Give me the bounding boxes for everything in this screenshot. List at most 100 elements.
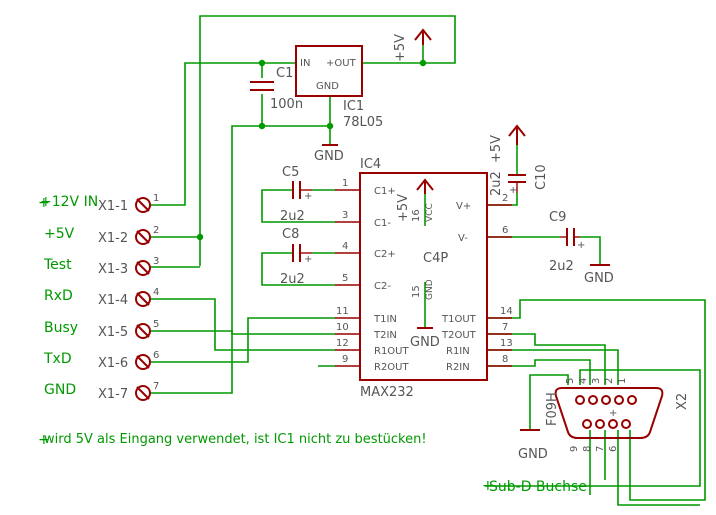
pin-number: 3 <box>591 378 602 384</box>
c9-name: C9 <box>549 210 566 225</box>
pin-number: 5 <box>565 378 576 384</box>
pin-number: 8 <box>502 354 508 365</box>
pin-ref: X1-2 <box>98 231 128 246</box>
pin-number: 6 <box>153 350 159 361</box>
capacitor-c10: + +5V 2u2 C10 <box>489 124 549 196</box>
svg-text:+: + <box>38 195 50 211</box>
pin-ref: X1-7 <box>98 387 128 402</box>
ic4-value: MAX232 <box>360 385 414 400</box>
terminal-3: Test X1-3 3 <box>43 256 159 277</box>
pin-ref: X1-6 <box>98 356 128 371</box>
pin-name: T2IN <box>373 330 397 341</box>
net-label: +12V IN <box>40 194 98 210</box>
pin-name: R1OUT <box>374 346 410 357</box>
net-label: +5V <box>44 226 75 242</box>
x2-part: F09H <box>545 392 560 426</box>
pin-ref: X1-4 <box>98 293 128 308</box>
x2-name: X2 <box>675 393 690 410</box>
pin-name: T2OUT <box>441 330 477 341</box>
max232-ic4: IC4 MAX232 C4P 1 C1+ 3 C1- 4 C2+ 5 C2- 1… <box>335 157 513 400</box>
terminal-2: +5V X1-2 2 <box>44 225 159 246</box>
pin-name: T1OUT <box>441 314 477 325</box>
pin-name: V- <box>458 233 468 244</box>
pin-number: 4 <box>153 287 159 298</box>
subd-label: Sub-D Buchse <box>489 479 587 495</box>
pin-ref: X1-3 <box>98 262 128 277</box>
wires <box>150 15 706 506</box>
c1-name: C1 <box>276 66 293 81</box>
supply-label: +5V <box>393 34 408 62</box>
svg-text:+: + <box>38 432 50 448</box>
net-label: Busy <box>44 320 78 336</box>
subd-connector-x2: + 5 4 3 2 1 9 8 7 6 X2 F09H GND + Sub-D … <box>482 378 690 495</box>
pin-number: 13 <box>500 338 513 349</box>
net-label: RxD <box>44 288 73 304</box>
c5-name: C5 <box>282 165 299 180</box>
net-label: Test <box>43 257 72 273</box>
ic1-value: 78L05 <box>343 115 383 130</box>
pin-ref: X1-1 <box>98 199 128 214</box>
pin-name: C2- <box>374 281 391 292</box>
c8-value: 2u2 <box>280 272 305 287</box>
pin-number: 3 <box>153 256 159 267</box>
ic4-part: C4P <box>423 251 448 266</box>
pin-number: 5 <box>342 273 348 284</box>
capacitor-c9: + C9 2u2 GND <box>549 210 614 286</box>
svg-text:+: + <box>509 185 517 196</box>
pin-number: 14 <box>500 306 513 317</box>
c8-name: C8 <box>282 227 299 242</box>
c9-gnd-label: GND <box>584 271 614 286</box>
pin-number: 4 <box>342 241 348 252</box>
pin-number: 9 <box>569 446 580 452</box>
regulator-ic1: IN +OUT GND IC1 78L05 +5V GND <box>295 28 432 164</box>
supply-arrow-icon <box>508 124 526 145</box>
ic1-name: IC1 <box>343 99 364 114</box>
capacitor-c5: + C5 2u2 <box>280 165 312 224</box>
pin-number: 6 <box>608 446 619 452</box>
pin-number: 5 <box>153 319 159 330</box>
capacitor-c1: C1 100n <box>250 66 303 112</box>
pin-name: C2+ <box>374 249 396 260</box>
svg-text:+: + <box>304 254 312 265</box>
capacitor-c8: + C8 2u2 <box>280 227 312 287</box>
pin-name: C1- <box>374 218 391 229</box>
pin-name: C1+ <box>374 186 396 197</box>
connector-x1: +12V IN X1-1 1 + +5V X1-2 2 Test X1-3 3 … <box>38 193 159 402</box>
terminal-7: GND X1-7 7 <box>44 381 159 402</box>
svg-text:+: + <box>482 478 494 494</box>
pin-name: R2OUT <box>374 362 410 373</box>
pin-in-label: IN <box>300 58 310 69</box>
pin-name: T1IN <box>373 314 397 325</box>
pin-number: 7 <box>502 322 508 333</box>
pin-number: 1 <box>153 193 159 204</box>
gnd-label: GND <box>314 149 344 164</box>
pin-number: 7 <box>153 381 159 392</box>
supply-arrow-icon <box>416 178 434 194</box>
pin-gnd-label: GND <box>316 81 339 92</box>
pin-name: R2IN <box>446 362 470 373</box>
svg-text:+: + <box>304 191 312 202</box>
pin-number: 6 <box>502 225 508 236</box>
x2-gnd-label: GND <box>518 447 548 462</box>
net-label: TxD <box>43 351 72 367</box>
pin-number: 9 <box>342 354 348 365</box>
net-label: GND <box>44 382 76 398</box>
pin-name: V+ <box>456 201 471 212</box>
c10-value: 2u2 <box>489 171 504 196</box>
vcc-supply-label: +5V <box>396 194 411 222</box>
svg-text:+: + <box>609 408 617 419</box>
gnd-pin-number: 15 <box>411 285 422 298</box>
pin-number: 7 <box>595 446 606 452</box>
c10-name: C10 <box>534 164 549 190</box>
assembly-note: wird 5V als Eingang verwendet, ist IC1 n… <box>44 432 427 447</box>
pin-number: 1 <box>342 178 348 189</box>
supply-arrow-icon <box>414 28 432 45</box>
c1-value: 100n <box>270 97 303 112</box>
pin-number: 10 <box>336 322 349 333</box>
pin-name: R1IN <box>446 346 470 357</box>
ic4-name: IC4 <box>360 157 381 172</box>
pin-ref: X1-5 <box>98 325 128 340</box>
pin-number: 4 <box>578 378 589 384</box>
pin-number: 11 <box>336 306 349 317</box>
